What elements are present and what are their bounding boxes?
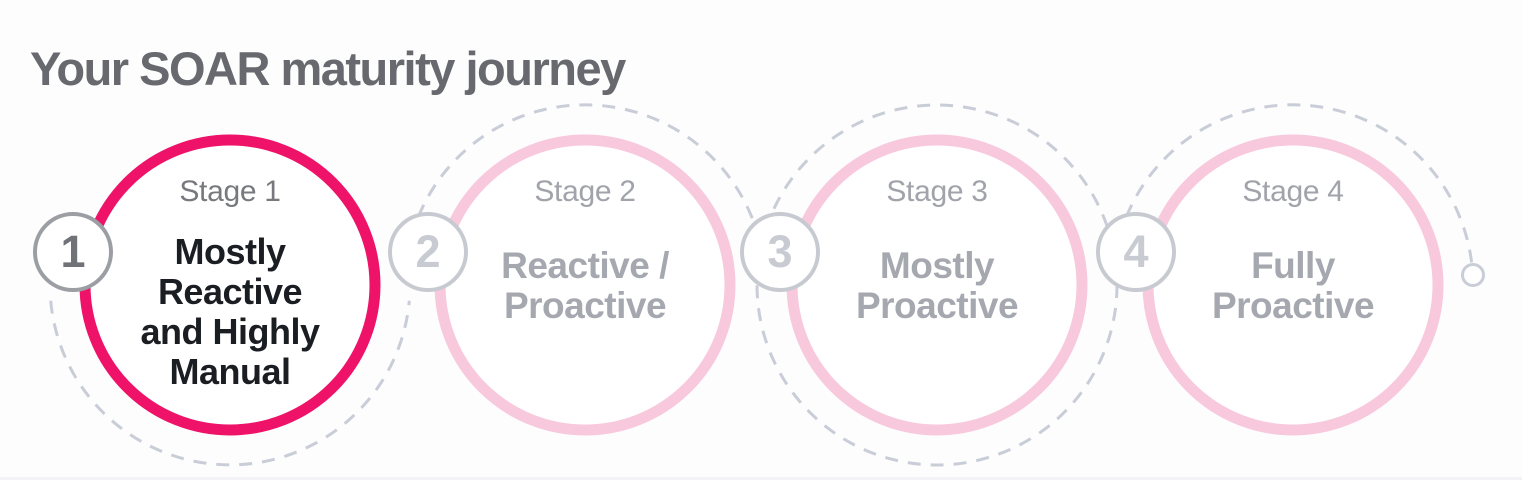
stage-3-badge-number: 3 xyxy=(767,226,793,277)
stage-4: 4 Stage 4 Fully Proactive xyxy=(1096,0,1453,480)
section-divider xyxy=(0,477,1522,480)
stage-1-title: Mostly Reactive and Highly Manual xyxy=(140,231,320,392)
stage-4-badge: 4 xyxy=(1096,212,1176,292)
stage-2-badge-number: 2 xyxy=(415,226,441,277)
journey-end-marker-icon xyxy=(1461,263,1485,287)
stage-1-badge: 1 xyxy=(33,212,113,292)
stage-2-dashed-arc xyxy=(409,103,761,239)
stage-3-title: Mostly Proactive xyxy=(855,245,1019,326)
stage-1-label: Stage 1 xyxy=(179,175,281,208)
stage-1: 1 Stage 1 Mostly Reactive and Highly Man… xyxy=(33,0,390,480)
stage-1-badge-number: 1 xyxy=(60,226,86,277)
stage-3-badge: 3 xyxy=(740,212,820,292)
stage-4-badge-number: 4 xyxy=(1123,226,1149,277)
stage-1-dashed-arc xyxy=(49,300,411,467)
page-title: Your SOAR maturity journey xyxy=(30,42,626,96)
stage-2-title: Reactive / Proactive xyxy=(501,245,669,326)
stage-4-label: Stage 4 xyxy=(1242,175,1344,208)
stage-4-title: Fully Proactive xyxy=(1211,245,1375,326)
stage-2-badge: 2 xyxy=(388,212,468,292)
stage-2: 2 Stage 2 Reactive / Proactive xyxy=(388,0,745,480)
stage-4-dashed-arc xyxy=(1117,103,1474,264)
stage-3-label: Stage 3 xyxy=(886,175,988,208)
stage-3: 3 Stage 3 Mostly Proactive xyxy=(740,0,1097,480)
stage-2-label: Stage 2 xyxy=(534,175,636,208)
